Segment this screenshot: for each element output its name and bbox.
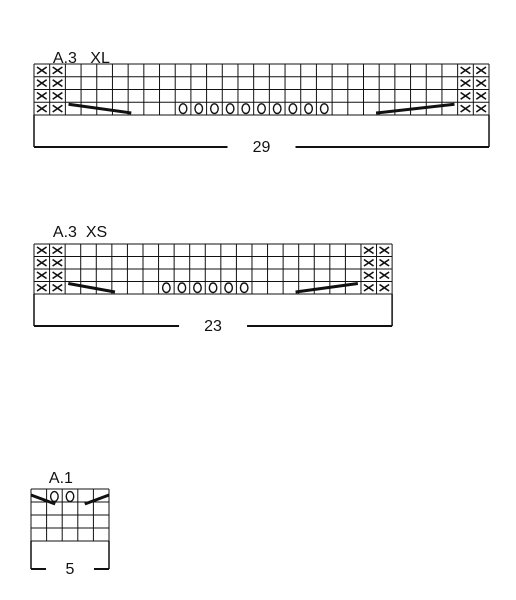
purl-x-mark — [36, 79, 48, 88]
chart-name: A.3 — [52, 224, 77, 241]
yarn-over-symbol — [177, 282, 187, 294]
purl-x-mark — [475, 91, 487, 100]
yarn-over-symbol — [288, 103, 298, 115]
chart-name: A.3 — [52, 50, 77, 67]
purl-x-mark — [36, 283, 48, 292]
purl-x-mark — [36, 104, 48, 113]
yarn-over-symbol — [208, 282, 218, 294]
purl-x-mark — [52, 271, 63, 280]
yarn-over-symbol — [257, 103, 266, 115]
yarn-over-symbol — [193, 282, 202, 294]
chart-name: A.1 — [48, 470, 73, 487]
size-label: XS — [85, 224, 108, 241]
yarn-over-symbol — [209, 103, 219, 115]
yarn-over-symbol — [161, 282, 171, 294]
decrease-slash — [295, 282, 359, 294]
chart-title: A.3 XL — [36, 32, 110, 86]
decrease-slash — [68, 102, 132, 115]
yarn-over-symbol — [241, 103, 251, 115]
purl-x-mark — [379, 271, 390, 280]
yarn-over-symbol — [224, 282, 234, 294]
decrease-slash — [67, 282, 116, 294]
purl-x-mark — [379, 283, 390, 292]
purl-x-mark — [460, 104, 471, 113]
yarn-over-symbol — [319, 103, 329, 115]
yarn-over-symbol — [178, 103, 188, 115]
stitch-count-label: 23 — [204, 318, 222, 335]
yarn-over-symbol — [65, 490, 75, 503]
purl-x-mark — [363, 258, 374, 267]
purl-x-mark — [363, 246, 374, 255]
purl-x-mark — [460, 66, 471, 75]
purl-x-mark — [36, 246, 48, 255]
decrease-slash — [375, 102, 455, 115]
chart-title: A.1 — [32, 452, 73, 506]
purl-x-mark — [52, 66, 63, 75]
size-label: XL — [90, 50, 110, 67]
purl-x-mark — [475, 66, 487, 75]
purl-x-mark — [52, 283, 63, 292]
purl-x-mark — [379, 246, 390, 255]
decrease-slash — [30, 493, 56, 506]
yarn-over-symbol — [49, 490, 59, 503]
yarn-over-symbol — [272, 103, 282, 115]
purl-x-mark — [52, 246, 63, 255]
purl-x-mark — [36, 271, 48, 280]
purl-x-mark — [363, 283, 374, 292]
stitch-count-label: 29 — [253, 139, 271, 156]
yarn-over-symbol — [225, 103, 235, 115]
decrease-slash — [84, 493, 110, 506]
chart-title: A.3 XS — [36, 206, 107, 260]
purl-x-mark — [52, 91, 63, 100]
stitch-count-label: 5 — [66, 561, 75, 578]
purl-x-mark — [475, 104, 487, 113]
purl-x-mark — [36, 66, 48, 75]
purl-x-mark — [52, 104, 63, 113]
purl-x-mark — [52, 79, 63, 88]
purl-x-mark — [36, 258, 48, 267]
yarn-over-symbol — [304, 103, 314, 115]
purl-x-mark — [460, 79, 471, 88]
purl-x-mark — [475, 79, 487, 88]
purl-x-mark — [363, 271, 374, 280]
purl-x-mark — [36, 91, 48, 100]
purl-x-mark — [52, 258, 63, 267]
purl-x-mark — [460, 91, 471, 100]
yarn-over-symbol — [239, 282, 249, 294]
purl-x-mark — [379, 258, 390, 267]
yarn-over-symbol — [194, 103, 204, 115]
